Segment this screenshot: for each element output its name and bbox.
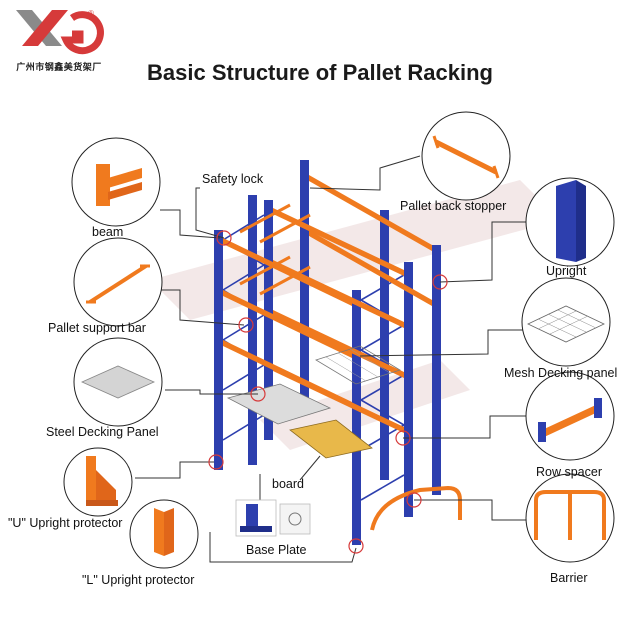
barrier-callout: [525, 473, 615, 563]
rack-mesh-deck: [315, 345, 401, 385]
brand-text: 广州市钢鑫美货架厂: [16, 62, 102, 72]
upright-post: [380, 210, 389, 480]
label-u-upright-protector: "U" Upright protector: [8, 516, 122, 530]
label-base-plate: Base Plate: [246, 543, 307, 557]
leader-lines: [135, 155, 528, 563]
label-steel-decking-panel: Steel Decking Panel: [46, 425, 159, 439]
rack-board: [289, 419, 373, 459]
pallet-support-bar-callout: [73, 237, 163, 327]
label-upright: Upright: [546, 264, 587, 278]
upright-callout: [525, 177, 615, 267]
label-l-upright-protector: "L" Upright protector: [82, 573, 194, 587]
upright-post: [264, 200, 273, 440]
upright-post: [404, 262, 413, 517]
page-title: Basic Structure of Pallet Racking: [147, 60, 493, 85]
labels: beam Pallet support bar Steel Decking Pa…: [8, 172, 617, 587]
upright-post: [214, 230, 223, 470]
rack-barrier: [370, 485, 462, 531]
steel-decking-panel-callout: [73, 337, 163, 427]
rack-markers: [208, 230, 448, 554]
row-spacer-callout: [525, 371, 615, 461]
upright-post: [300, 160, 309, 410]
mesh-decking-panel-callout: [521, 277, 611, 367]
u-upright-protector-callout: [63, 447, 133, 517]
label-beam: beam: [92, 225, 123, 239]
label-pallet-support-bar: Pallet support bar: [48, 321, 146, 335]
base-plate-callout: [235, 499, 311, 537]
upright-post: [432, 245, 441, 495]
beam-callout: [71, 137, 161, 227]
l-upright-protector-callout: [129, 499, 199, 569]
brand-logo: ®: [14, 6, 110, 76]
beams: [223, 175, 432, 433]
label-row-spacer: Row spacer: [536, 465, 602, 479]
pallet-back-stopper-callout: [421, 111, 511, 201]
upright-post: [248, 195, 257, 465]
label-barrier: Barrier: [550, 571, 588, 585]
upright-post: [352, 290, 361, 545]
label-mesh-decking-panel: Mesh Decking panel: [504, 366, 617, 380]
label-safety-lock: Safety lock: [202, 172, 264, 186]
xg-logo-icon: ®: [16, 9, 104, 55]
label-board: board: [272, 477, 304, 491]
registered-mark: ®: [88, 9, 94, 18]
label-pallet-back-stopper: Pallet back stopper: [400, 199, 506, 213]
